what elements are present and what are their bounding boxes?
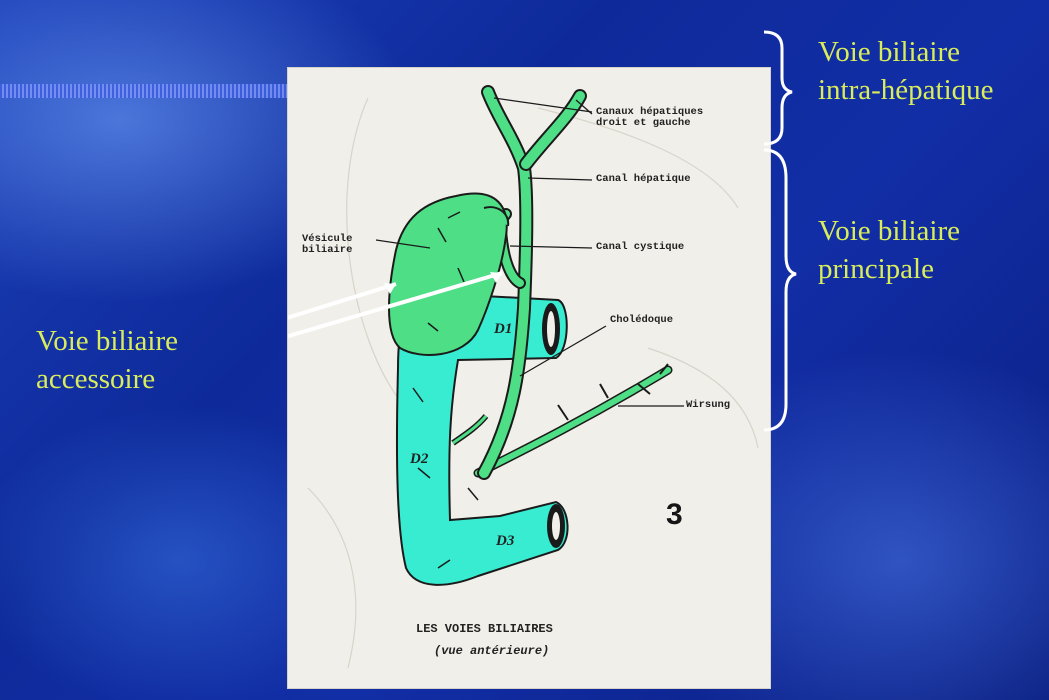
label-voie-accessoire: Voie biliaire accessoire xyxy=(36,322,178,398)
main-tract-brace xyxy=(764,150,796,430)
label-canal-cystique: Canal cystique xyxy=(596,242,684,253)
label-vesicule-line2: biliaire xyxy=(302,245,352,256)
label-canal-hepatique: Canal hépatique xyxy=(596,174,691,185)
label-principale-line2: principale xyxy=(818,250,960,288)
decorative-stripe xyxy=(0,84,292,98)
label-d1: D1 xyxy=(494,324,512,335)
label-d3: D3 xyxy=(496,536,514,547)
diagram-photo: Canaux hépatiques droit et gauche Canal … xyxy=(288,68,770,688)
label-canaux-hepatiques: Canaux hépatiques droit et gauche xyxy=(596,107,703,129)
label-intra-line1: Voie biliaire xyxy=(818,33,994,71)
label-d2: D2 xyxy=(410,454,428,465)
label-voie-intra-hepatique: Voie biliaire intra-hépatique xyxy=(818,33,994,109)
label-choledoque: Cholédoque xyxy=(610,315,673,326)
label-vesicule-biliaire: Vésicule biliaire xyxy=(302,234,352,256)
label-canaux-line2: droit et gauche xyxy=(596,118,703,129)
figure-number: 3 xyxy=(666,498,683,532)
right-braces xyxy=(756,28,806,448)
label-intra-line2: intra-hépatique xyxy=(818,71,994,109)
label-wirsung: Wirsung xyxy=(686,400,730,411)
label-principale-line1: Voie biliaire xyxy=(818,212,960,250)
figure-caption-title: LES VOIES BILIAIRES xyxy=(416,622,553,636)
intra-hepatic-brace xyxy=(764,32,792,144)
label-accessoire-line2: accessoire xyxy=(36,360,178,398)
figure-caption-subtitle: (vue antérieure) xyxy=(434,644,549,658)
label-accessoire-line1: Voie biliaire xyxy=(36,322,178,360)
label-voie-principale: Voie biliaire principale xyxy=(818,212,960,288)
biliary-diagram xyxy=(288,68,770,688)
